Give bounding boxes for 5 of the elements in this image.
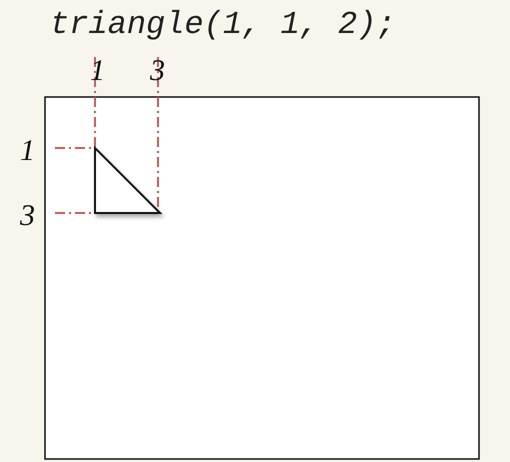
coordinate-label: 3 <box>20 201 35 231</box>
coordinate-label: 1 <box>20 136 35 166</box>
coordinate-label: 1 <box>90 56 105 86</box>
code-heading: triangle(1, 1, 2); <box>50 6 396 43</box>
coordinate-label: 3 <box>150 56 165 86</box>
